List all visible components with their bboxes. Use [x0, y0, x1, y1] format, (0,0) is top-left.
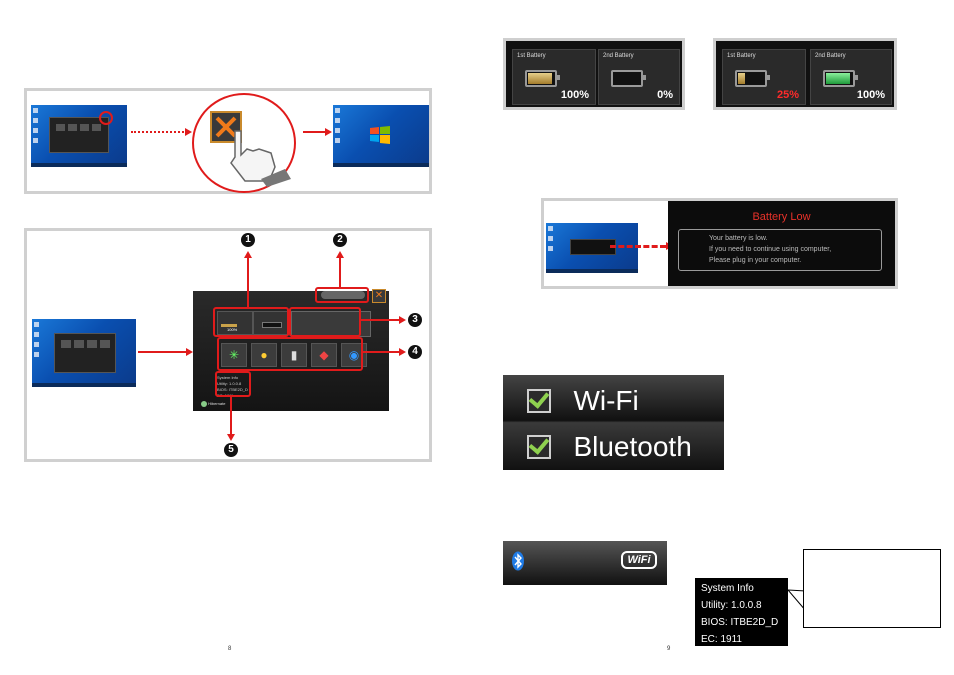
rotate-screen-button[interactable]: ◆ [311, 343, 337, 367]
windows-logo-icon [369, 125, 391, 150]
callout-box [803, 549, 941, 628]
callout-5: 5 [224, 443, 238, 457]
bluetooth-toggle-label: Bluetooth [573, 431, 692, 462]
battery-low-title: Battery Low [752, 211, 811, 223]
callout-3: 3 [408, 313, 422, 327]
battery-1-fill [528, 73, 552, 84]
status-bar: WiFi [503, 541, 667, 585]
system-info-ec: EC: 1911 [701, 634, 742, 645]
arrow-to-desktop [303, 131, 327, 133]
toggle-panel: Wi-Fi Bluetooth [503, 375, 724, 470]
wifi-toggle-label: Wi-Fi [573, 385, 639, 416]
system-info-bios: BIOS: ITBE2D_D [701, 617, 779, 628]
battery-button[interactable]: ▮ [281, 343, 307, 367]
brightness-button[interactable]: ✳ [221, 343, 247, 367]
dotted-arrow [131, 131, 187, 133]
battery-low-diagram: Battery Low Your battery is low. If you … [541, 198, 898, 289]
battery-3-pct: 25% [776, 89, 799, 101]
bluetooth-toggle[interactable]: Bluetooth [527, 431, 692, 463]
system-info-title: System Info [701, 583, 754, 594]
bluetooth-icon [511, 551, 525, 571]
battery-1-pct: 100% [560, 89, 589, 101]
hand-pointer-icon [225, 127, 295, 192]
close-diagram-frame [24, 88, 432, 194]
page-number-right: 9 [667, 646, 671, 652]
close-x-icon[interactable] [210, 111, 242, 143]
battery-3-fill [738, 73, 745, 84]
page-number-left: 8 [228, 646, 232, 652]
battery-set-2: 1st Battery 25% 2nd Battery 100% [713, 38, 897, 110]
battery-2-pct: 0% [657, 89, 673, 101]
battery-4-pct: 100% [856, 89, 885, 101]
close-button-highlight [99, 111, 113, 125]
wifi-checkbox-icon[interactable] [527, 389, 551, 413]
panel-close-icon[interactable]: ✕ [372, 289, 386, 303]
overview-diagram-frame: 100% ✳ ● ▮ ◆ ◉ System Info Utility: 1.0.… [24, 228, 432, 462]
wifi-badge-icon: WiFi [621, 551, 657, 569]
system-info-box: System Info Utility: 1.0.0.8 BIOS: ITBE2… [695, 578, 788, 646]
bluetooth-checkbox-icon[interactable] [527, 435, 551, 459]
panel-battery-pct: 100% [227, 327, 238, 332]
battery-4-fill [826, 73, 850, 84]
hibernate-button[interactable]: Hibernate [201, 401, 225, 407]
desktop-thumbnail-after [333, 105, 429, 167]
camera-control-button[interactable]: ● [251, 343, 277, 367]
callout-1: 1 [241, 233, 255, 247]
desktop-thumbnail-before [31, 105, 127, 167]
desktop-thumbnail-overview [32, 319, 136, 387]
battery-low-popup: Battery Low Your battery is low. If you … [668, 201, 895, 286]
dotted-arrow-low [610, 245, 666, 248]
system-info-utility: Utility: 1.0.0.8 [701, 600, 762, 611]
desktop-thumbnail-low [546, 223, 638, 273]
callout-2: 2 [333, 233, 347, 247]
battery-low-message: Your battery is low. If you need to cont… [678, 229, 882, 271]
battery-set-1: 1st Battery 100% 2nd Battery 0% [503, 38, 685, 110]
panel-toggles [291, 311, 371, 337]
wifi-toggle[interactable]: Wi-Fi [527, 385, 639, 417]
panel-status-strip [321, 291, 365, 299]
callout-4: 4 [408, 345, 422, 359]
